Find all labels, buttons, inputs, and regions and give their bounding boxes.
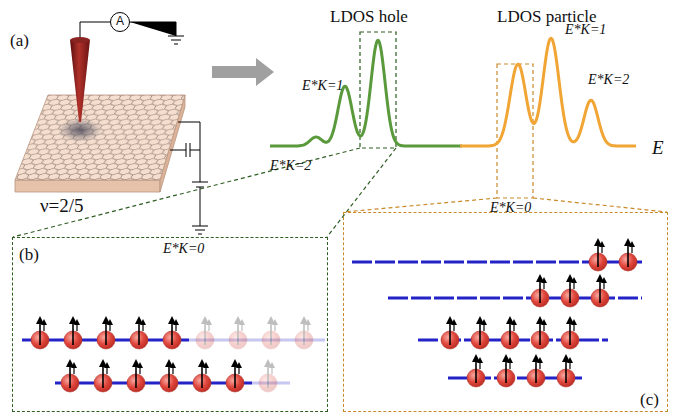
hole-panel: (b) E*K=0 — [12, 237, 328, 412]
panel-label: (a) — [10, 32, 29, 51]
node-label: (c) — [640, 391, 659, 410]
spin-rows — [22, 242, 642, 392]
ldos-curves — [270, 38, 636, 146]
axis-title: LDOS hole — [330, 8, 408, 27]
peak-label: E*K=1 — [302, 78, 343, 93]
peak-label: E*K=2 — [270, 158, 311, 173]
node-note: E*K=0 — [163, 241, 204, 256]
peak-label: E*K=2 — [588, 72, 629, 87]
stm-tip — [70, 22, 184, 122]
sample-slab — [15, 95, 185, 192]
hole-curve — [270, 40, 462, 146]
particle-panel: (c) — [343, 212, 668, 412]
peak-label: E*K=1 — [565, 22, 606, 37]
particle-curve — [460, 38, 636, 146]
node-label: A — [116, 15, 124, 28]
zoom-markers — [13, 32, 667, 237]
node-label: (b) — [19, 246, 39, 265]
gate-circuit — [170, 122, 208, 234]
filling-factor: ν=2/5 — [40, 196, 84, 217]
peak-label: E*K=0 — [490, 200, 531, 215]
axis-label: E — [652, 138, 664, 159]
ammeter-symbol: A — [110, 12, 130, 32]
flow-arrow — [212, 58, 274, 86]
